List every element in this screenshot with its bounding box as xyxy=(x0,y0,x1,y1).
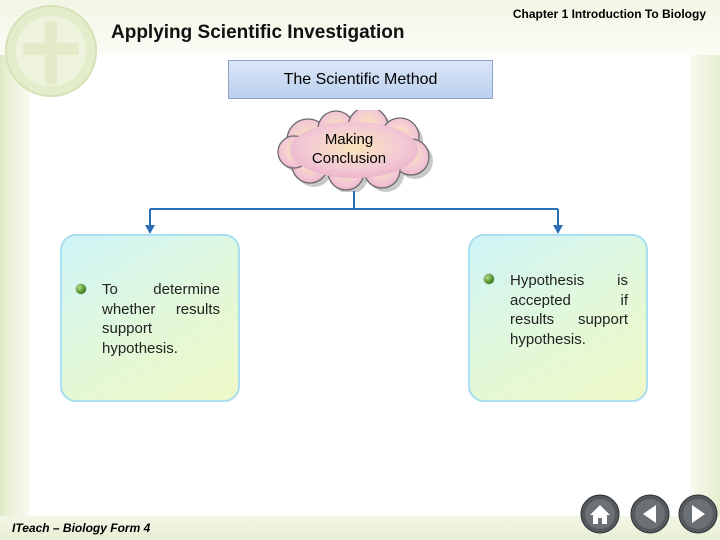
left-point-text: To determine whether results support hyp… xyxy=(102,281,220,357)
footer-text: ITeach – Biology Form 4 xyxy=(12,521,151,535)
right-result-card xyxy=(468,234,648,402)
making-conclusion-label: Making Conclusion xyxy=(311,131,387,167)
scientific-method-box: The Scientific Method xyxy=(228,60,493,99)
home-icon[interactable] xyxy=(580,494,620,534)
chapter-title: Chapter 1 Introduction To Biology xyxy=(512,7,706,21)
right-point-text: Hypothesis is accepted if results suppor… xyxy=(510,272,628,348)
chapter-logo-watermark xyxy=(4,4,98,98)
bullet-icon xyxy=(484,274,494,284)
left-result-card xyxy=(60,234,240,402)
slide-title: Applying Scientific Investigation xyxy=(111,22,405,43)
bullet-icon xyxy=(76,284,86,294)
scientific-method-label: The Scientific Method xyxy=(283,70,438,88)
making-conclusion-cloud xyxy=(277,110,433,192)
back-arrow-icon[interactable] xyxy=(630,494,670,534)
next-arrow-icon[interactable] xyxy=(678,494,718,534)
header-band xyxy=(0,0,720,55)
